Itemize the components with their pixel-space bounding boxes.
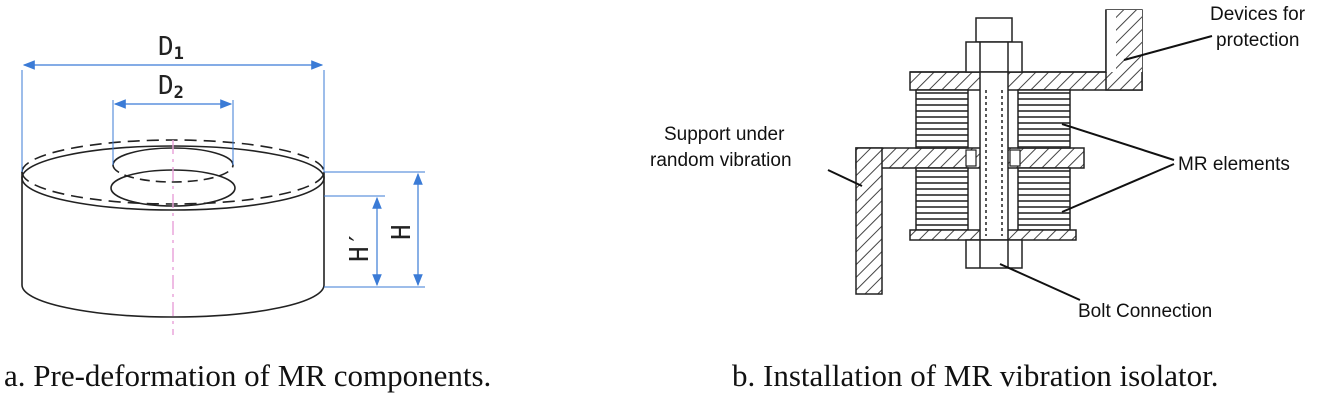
mr-element-upper (915, 89, 1071, 149)
support-bracket (855, 147, 1085, 295)
dim-d2-label: D2 (158, 71, 184, 103)
panel-b-installation: Devices for protection Support under ran… (650, 4, 1306, 393)
label-bolt-connection: Bolt Connection (1078, 301, 1212, 322)
label-devices-line1: Devices for (1210, 4, 1306, 25)
label-support-line2: random vibration (650, 150, 792, 171)
bolt (965, 17, 1023, 269)
leader-lines (827, 35, 1213, 301)
dimension-h: H′ H (324, 171, 425, 288)
caption-b: b. Installation of MR vibration isolator… (732, 358, 1218, 393)
dim-h-label: H (387, 224, 417, 240)
dimension-d1: D1 (21, 32, 325, 172)
dim-h-prime-label: H′ (345, 231, 375, 262)
panel-a-pre-deformation: D1 D2 H′ H a. Pre-deformation of MR comp… (4, 32, 491, 393)
label-devices-line2: protection (1216, 30, 1299, 51)
label-mr-elements: MR elements (1178, 154, 1290, 175)
mr-component-cylinder (21, 139, 325, 318)
label-support-line1: Support under (664, 124, 785, 145)
protected-device-bracket (909, 9, 1143, 91)
caption-a: a. Pre-deformation of MR components. (4, 358, 491, 393)
dimension-d2: D2 (112, 71, 234, 165)
dim-d1-label: D1 (158, 32, 184, 64)
